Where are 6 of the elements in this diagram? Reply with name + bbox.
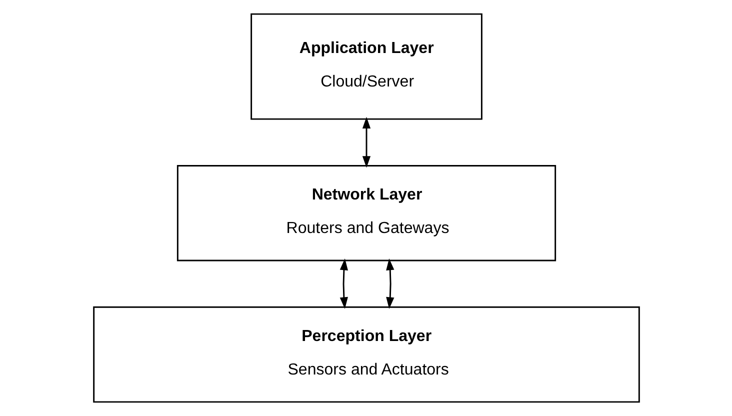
- node-box: Application Layer Cloud/Server: [250, 13, 482, 120]
- node-box: Perception Layer Sensors and Actuators: [92, 306, 640, 403]
- arrow: [362, 116, 370, 168]
- arrow: [339, 258, 348, 309]
- node-box: Network Layer Routers and Gateways: [176, 164, 556, 262]
- arrow: [386, 258, 394, 309]
